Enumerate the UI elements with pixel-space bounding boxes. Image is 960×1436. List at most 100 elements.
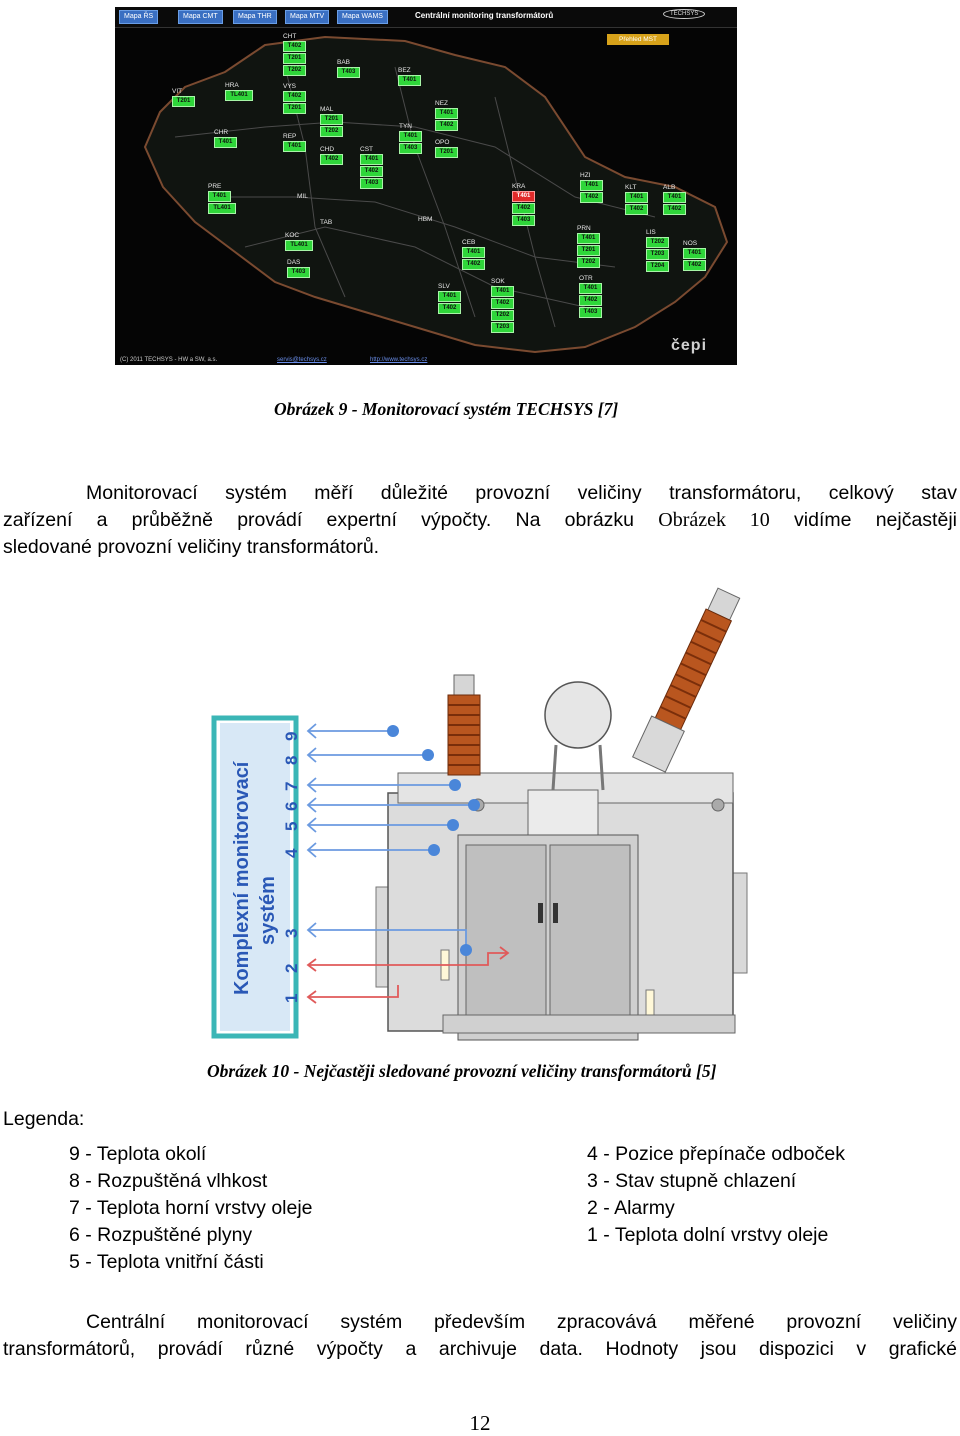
transformer-badge[interactable]: T401 xyxy=(625,192,648,203)
transformer-badge[interactable]: T401 xyxy=(438,291,461,302)
transformer-badge[interactable]: T204 xyxy=(646,261,669,272)
figure-9-caption: Obrázek 9 - Monitorovací systém TECHSYS … xyxy=(274,399,619,419)
transformer-badge[interactable]: T401 xyxy=(208,191,231,202)
transformer-badge-alarm[interactable]: T401 xyxy=(512,191,535,202)
station-cst[interactable]: CST T401 T402 T403 xyxy=(360,146,383,190)
station-otr[interactable]: OTR T401 T402 T403 xyxy=(579,275,602,319)
transformer-badge[interactable]: T402 xyxy=(491,298,514,309)
station-sok[interactable]: SOK T401 T402 T202 T203 xyxy=(491,278,514,334)
tab-mapa-mtv[interactable]: Mapa MTV xyxy=(285,10,330,24)
station-hra[interactable]: HRA TL401 xyxy=(225,82,253,102)
transformer-badge[interactable]: T402 xyxy=(320,154,343,165)
transformer-badge[interactable]: T403 xyxy=(360,178,383,189)
station-mal[interactable]: MAL T201 T202 xyxy=(320,106,343,138)
transformer-badge[interactable]: T201 xyxy=(320,114,343,125)
mst-overview-button[interactable]: Přehled MST xyxy=(607,34,669,45)
station-tab[interactable]: TAB xyxy=(320,219,332,227)
transformer-badge[interactable]: TL401 xyxy=(285,240,313,251)
tab-mapa-cmt[interactable]: Mapa CMT xyxy=(178,10,223,24)
transformer-badge[interactable]: T402 xyxy=(360,166,383,177)
station-rep[interactable]: REP T401 xyxy=(283,133,306,153)
station-chd[interactable]: CHD T402 xyxy=(320,146,343,166)
station-ceb[interactable]: CEB T401 T402 xyxy=(462,239,485,271)
sensor-6-dot xyxy=(468,799,480,811)
station-bez[interactable]: BEZ T401 xyxy=(398,67,421,87)
transformer-badge[interactable]: T402 xyxy=(512,203,535,214)
transformer-badge[interactable]: T202 xyxy=(320,126,343,137)
transformer-badge[interactable]: T401 xyxy=(683,248,706,259)
transformer-badge[interactable]: T401 xyxy=(283,141,306,152)
station-kra[interactable]: KRA T401 T402 T403 xyxy=(512,183,535,227)
figure-10-reference[interactable]: Obrázek 10 xyxy=(658,509,770,531)
support-email-link[interactable]: servis@techsys.cz xyxy=(277,357,327,363)
transformer-badge[interactable]: T402 xyxy=(683,260,706,271)
station-chr[interactable]: CHR T401 xyxy=(214,129,237,149)
transformer-badge[interactable]: T202 xyxy=(577,257,600,268)
transformer-badge[interactable]: T203 xyxy=(646,249,669,260)
station-koc[interactable]: KOC TL401 xyxy=(285,232,313,252)
station-cht[interactable]: CHT T402 T201 T202 xyxy=(283,33,306,77)
transformer-badge[interactable]: T402 xyxy=(283,91,306,102)
channel-number-2: 2 xyxy=(282,964,301,973)
transformer-badge[interactable]: T401 xyxy=(580,180,603,191)
transformer-badge[interactable]: T201 xyxy=(435,147,458,158)
transformer-badge[interactable]: T402 xyxy=(438,303,461,314)
transformer-badge[interactable]: T201 xyxy=(577,245,600,256)
transformer-badge[interactable]: T401 xyxy=(399,131,422,142)
transformer-badge[interactable]: T201 xyxy=(283,103,306,114)
transformer-badge[interactable]: T401 xyxy=(398,75,421,86)
transformer-badge[interactable]: T202 xyxy=(646,237,669,248)
station-hbm[interactable]: HBM xyxy=(418,216,432,224)
transformer-badge[interactable]: T403 xyxy=(512,215,535,226)
transformer-badge[interactable]: T401 xyxy=(577,233,600,244)
transformer-badge[interactable]: T402 xyxy=(435,120,458,131)
tab-mapa-thr[interactable]: Mapa THR xyxy=(233,10,277,24)
station-alb[interactable]: ALB T401 T402 xyxy=(663,184,686,216)
station-pre[interactable]: PRE T401 TL401 xyxy=(208,183,236,215)
station-opo[interactable]: OPO T201 xyxy=(435,139,458,159)
website-link[interactable]: http://www.techsys.cz xyxy=(370,357,428,363)
transformer-badge[interactable]: T403 xyxy=(399,143,422,154)
transformer-badge[interactable]: T401 xyxy=(663,192,686,203)
transformer-badge[interactable]: T401 xyxy=(579,283,602,294)
transformer-badge[interactable]: T402 xyxy=(580,192,603,203)
station-slv[interactable]: SLV T401 T402 xyxy=(438,283,461,315)
legend-item: 1 - Teplota dolní vrstvy oleje xyxy=(587,1224,829,1246)
station-tyn[interactable]: TYN T401 T403 xyxy=(399,123,422,155)
transformer-badge[interactable]: T402 xyxy=(625,204,648,215)
station-vit[interactable]: VIT T201 xyxy=(172,88,195,108)
station-klt[interactable]: KLT T401 T402 xyxy=(625,184,648,216)
station-das[interactable]: DAS T403 xyxy=(287,259,310,279)
station-bab[interactable]: BAB T403 xyxy=(337,59,360,79)
station-hzi[interactable]: HZI T401 T402 xyxy=(580,172,603,204)
station-lis[interactable]: LIS T202 T203 T204 xyxy=(646,229,669,273)
transformer-badge[interactable]: T401 xyxy=(360,154,383,165)
transformer-badge[interactable]: TL401 xyxy=(225,90,253,101)
transformer-badge[interactable]: T402 xyxy=(462,259,485,270)
transformer-badge[interactable]: T403 xyxy=(337,67,360,78)
tab-mapa-wams[interactable]: Mapa WAMS xyxy=(337,10,388,24)
station-label: TAB xyxy=(320,219,333,226)
transformer-badge[interactable]: T402 xyxy=(579,295,602,306)
transformer-badge[interactable]: T402 xyxy=(283,41,306,52)
panel-title: Komplexní monitorovací xyxy=(231,760,253,995)
transformer-badge[interactable]: T401 xyxy=(462,247,485,258)
transformer-badge[interactable]: T403 xyxy=(287,267,310,278)
transformer-badge[interactable]: T202 xyxy=(283,65,306,76)
transformer-badge[interactable]: T403 xyxy=(579,307,602,318)
station-mil[interactable]: MIL xyxy=(297,193,308,201)
transformer-badge[interactable]: TL401 xyxy=(208,203,236,214)
transformer-badge[interactable]: T202 xyxy=(491,310,514,321)
transformer-badge[interactable]: T401 xyxy=(491,286,514,297)
transformer-badge[interactable]: T201 xyxy=(172,96,195,107)
transformer-badge[interactable]: T201 xyxy=(283,53,306,64)
station-prn[interactable]: PRN T401 T201 T202 xyxy=(577,225,600,269)
station-nez[interactable]: NEZ T401 T402 xyxy=(435,100,458,132)
station-vys[interactable]: VYS T402 T201 xyxy=(283,83,306,115)
transformer-badge[interactable]: T401 xyxy=(435,108,458,119)
transformer-badge[interactable]: T203 xyxy=(491,322,514,333)
station-nos[interactable]: NOS T401 T402 xyxy=(683,240,706,272)
transformer-badge[interactable]: T401 xyxy=(214,137,237,148)
tab-mapa-rs[interactable]: Mapa ŘS xyxy=(119,10,159,24)
transformer-badge[interactable]: T402 xyxy=(663,204,686,215)
